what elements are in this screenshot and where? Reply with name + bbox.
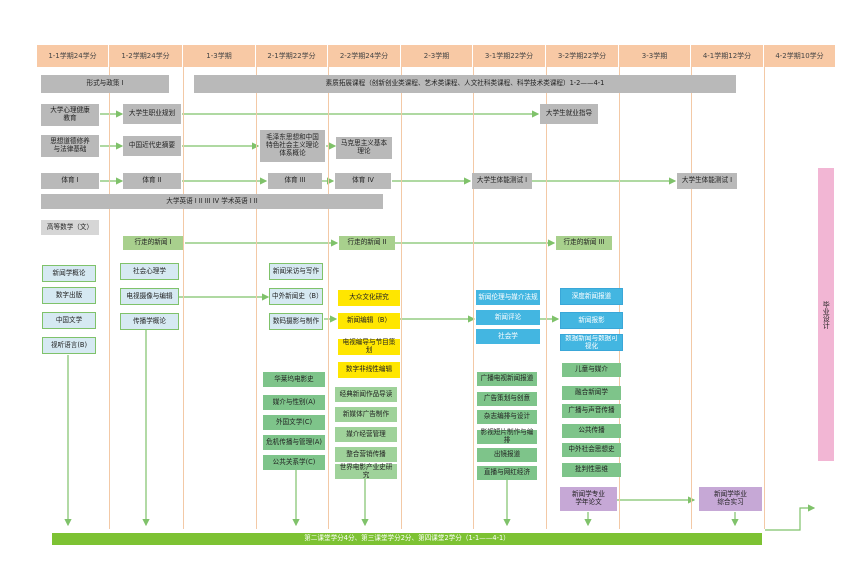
course-box: 批判性思维: [562, 463, 621, 477]
course-box: 大学心理健康 教育: [41, 104, 99, 126]
graduation-box: 毕业设计: [818, 168, 834, 461]
course-box: 广播电视新闻报道: [477, 372, 537, 386]
course-box: 数据新闻与数据可视化: [560, 334, 623, 351]
course-box: 经典新闻作品导读: [335, 387, 397, 402]
course-box: 数字非线性编辑: [338, 362, 400, 378]
course-box: 中外社会思想史: [562, 443, 621, 457]
course-box: 中国近代史摘要: [123, 136, 181, 156]
semester-header: 3-2学期22学分: [546, 45, 619, 67]
course-box: 大学英语 I II III IV 学术英语 I II: [41, 194, 383, 209]
course-box: 深度新闻报道: [560, 288, 623, 305]
course-box: 马克思主义基本 理论: [336, 137, 392, 159]
course-box: 广播与声音传播: [562, 404, 621, 418]
course-box: 行走的新闻 I: [123, 236, 183, 250]
course-box: 大学生体能测试 I: [472, 173, 532, 189]
course-box: 公共关系学(C): [263, 455, 325, 470]
course-box: 电视编导与节目策划: [338, 338, 400, 355]
course-box: 视听语言(B): [42, 337, 96, 354]
course-box: 社会学: [476, 329, 540, 344]
course-box: 大学生体能测试 I: [677, 173, 737, 189]
course-box: 世界电影产业史研究: [335, 463, 397, 479]
course-box: 广告策划与创意: [477, 392, 537, 406]
internship-box: 新闻学毕业 综合实习: [699, 487, 762, 511]
column-divider: [401, 67, 402, 529]
column-divider: [546, 67, 547, 529]
semester-header: 4-1学期12学分: [691, 45, 764, 67]
course-box: 体育 I: [41, 173, 99, 189]
semester-header: 2-1学期22学分: [256, 45, 328, 67]
course-box: 体育 IV: [335, 173, 391, 189]
column-divider: [473, 67, 474, 529]
course-box: 危机传播与管理(A): [263, 435, 325, 450]
course-box: 数字出版: [42, 287, 96, 304]
course-box: 思想道德修养 与法律基础: [41, 135, 99, 157]
course-box: 媒介经营管理: [335, 427, 397, 442]
course-box: 外国文学(C): [263, 415, 325, 430]
course-box: 新闻学概论: [42, 265, 96, 282]
course-box: 融合新闻学: [562, 386, 621, 400]
course-box: 行走的新闻 II: [339, 236, 395, 250]
course-box: 电视摄像与编辑: [120, 288, 179, 305]
course-box: 儿童与媒介: [562, 363, 621, 377]
semester-header: 1-1学期24学分: [37, 45, 109, 67]
course-box: 中国文学: [42, 312, 96, 329]
semester-header: 2-3学期: [401, 45, 473, 67]
course-box: 整合营销传播: [335, 447, 397, 462]
course-box: 影视短片制作与编排: [477, 428, 537, 444]
course-box: 新闻评论: [476, 310, 540, 325]
column-divider: [764, 67, 765, 529]
course-box: 体育 II: [123, 173, 181, 189]
course-box: 体育 III: [268, 173, 322, 189]
column-divider: [328, 67, 329, 529]
column-divider: [691, 67, 692, 529]
course-box: 大学生职业规划: [123, 104, 181, 124]
course-box: 新媒体广告制作: [335, 407, 397, 422]
course-box: 高等数学（文）: [41, 220, 99, 235]
semester-header: 4-2学期10学分: [764, 45, 836, 67]
course-box: 传播学概论: [120, 313, 179, 330]
course-box: 中外新闻史（B）: [269, 288, 323, 305]
course-box: 社会心理学: [120, 263, 179, 280]
semester-header: 3-1学期22学分: [473, 45, 546, 67]
column-divider: [183, 67, 184, 529]
course-box: 行走的新闻 III: [556, 236, 612, 250]
course-box: 大学生就业指导: [540, 104, 598, 124]
course-box: 公共传播: [562, 424, 621, 438]
course-box: 形式与政策 I: [41, 75, 169, 93]
course-box: 新闻伦理与媒介法规: [476, 290, 540, 305]
semester-header: 3-3学期: [619, 45, 691, 67]
course-box: 数码摄影与制作: [269, 313, 323, 330]
course-box: 直播与网红经济: [477, 466, 537, 480]
semester-header: 1-2学期24学分: [109, 45, 183, 67]
column-divider: [256, 67, 257, 529]
course-box: 杂志编排与设计: [477, 410, 537, 424]
course-box: 华莱坞电影史: [263, 372, 325, 387]
thesis-box: 新闻学专业 学年论文: [560, 487, 617, 511]
semester-header: 2-2学期24学分: [328, 45, 401, 67]
course-box: 新闻报影: [560, 312, 623, 329]
column-divider: [109, 67, 110, 529]
course-box: 毛泽东思想和中国 特色社会主义理论 体系概论: [260, 130, 325, 162]
course-box: 大众文化研究: [338, 290, 400, 306]
course-box: 媒介与性别(A): [263, 395, 325, 410]
bottom-bar: 第二课堂学分4分、第三课堂学分2分、第四课堂2学分（1-1——4-1）: [52, 533, 762, 545]
course-box: 新闻采访与写作: [269, 263, 323, 280]
semester-header: 1-3学期: [183, 45, 256, 67]
course-box: 素质拓展课程（创新创业类课程、艺术类课程、人文社科类课程、科学技术类课程）1-2…: [194, 75, 736, 93]
course-box: 新闻编辑（B）: [338, 313, 400, 329]
course-box: 出镜报道: [477, 448, 537, 462]
